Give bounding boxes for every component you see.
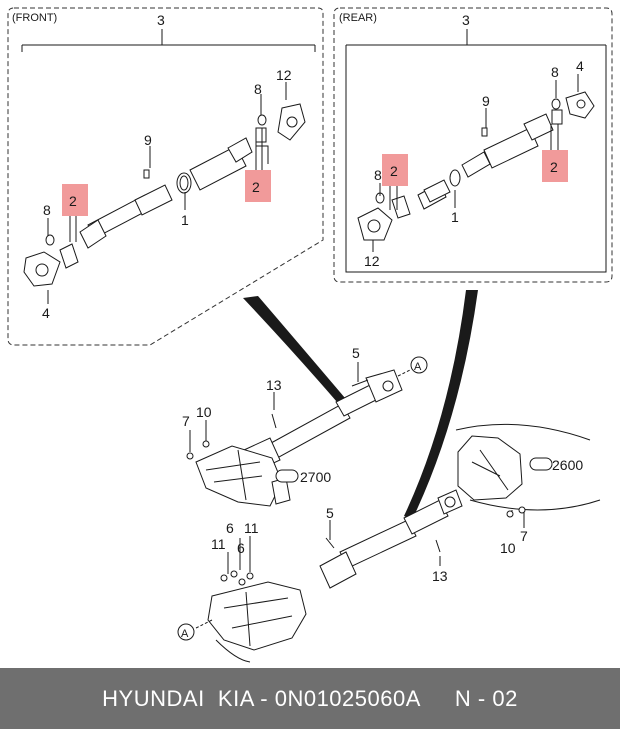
- callout-11-right: 11: [244, 520, 259, 536]
- callout-8-front-left: 8: [43, 202, 51, 218]
- callout-10-lower: 10: [500, 540, 516, 556]
- callout-11-left: 11: [211, 536, 226, 552]
- callout-6-right: 6: [237, 540, 245, 556]
- callout-8-rear-left: 8: [374, 167, 382, 183]
- rear-panel: (REAR) 3 8 4 9 2 2 8 1 1: [333, 7, 613, 283]
- front-panel: (FRONT) 3 12 8 9 2: [7, 7, 324, 346]
- callout-9-rear: 9: [482, 93, 490, 109]
- ref-2600: 2600: [552, 457, 583, 473]
- callout-2-rear-right: 2: [550, 159, 558, 175]
- callout-12-front: 12: [276, 67, 292, 83]
- callout-7-lower: 7: [520, 528, 528, 544]
- rear-pointer-wedge: [404, 290, 478, 520]
- callout-2-front-left: 2: [69, 193, 77, 209]
- callout-2-front-right: 2: [252, 179, 260, 195]
- page-number-text: N - 02: [454, 685, 518, 711]
- rear-panel-title: (REAR): [339, 12, 377, 24]
- front-panel-title: (FRONT): [12, 12, 57, 24]
- callout-3-rear: 3: [462, 12, 470, 28]
- callout-5-lower: 5: [326, 505, 334, 521]
- callout-9-front: 9: [144, 132, 152, 148]
- part-number-footer: HYUNDAI KIA - 0N01025060A N - 02: [0, 668, 620, 729]
- marker-a-top-label: A: [414, 361, 422, 373]
- front-pointer-wedge: [243, 296, 345, 402]
- rear-propeller-shaft: [357, 91, 595, 241]
- front-propeller-shaft: [23, 103, 306, 287]
- marker-a-top: [410, 356, 428, 374]
- rear-axle-housing: [457, 435, 523, 501]
- marker-a-bottom-label: A: [181, 628, 189, 640]
- callout-13-lower: 13: [432, 568, 448, 584]
- callout-13-upper: 13: [266, 377, 282, 393]
- callout-1-rear: 1: [451, 209, 459, 225]
- callout-8-front-top: 8: [254, 81, 262, 97]
- callout-1-front: 1: [181, 212, 189, 228]
- callout-8-rear-top: 8: [551, 64, 559, 80]
- callout-6-left: 6: [226, 520, 234, 536]
- callout-5-upper: 5: [352, 345, 360, 361]
- callout-4-rear: 4: [576, 58, 584, 74]
- vehicle-assembly: [177, 356, 601, 663]
- callout-4-front: 4: [42, 305, 50, 321]
- part-number-text: HYUNDAI KIA - 0N01025060A: [102, 685, 421, 711]
- callout-12-rear: 12: [364, 253, 380, 269]
- callout-7-upper: 7: [182, 413, 190, 429]
- callout-2-rear-left: 2: [390, 163, 398, 179]
- propeller-shaft-diagram: (FRONT) 3 12 8 9 2: [7, 7, 613, 663]
- marker-a-bottom: [177, 623, 195, 641]
- callout-10-upper: 10: [196, 404, 212, 420]
- ref-2700: 2700: [300, 469, 331, 485]
- callout-3-front: 3: [157, 12, 165, 28]
